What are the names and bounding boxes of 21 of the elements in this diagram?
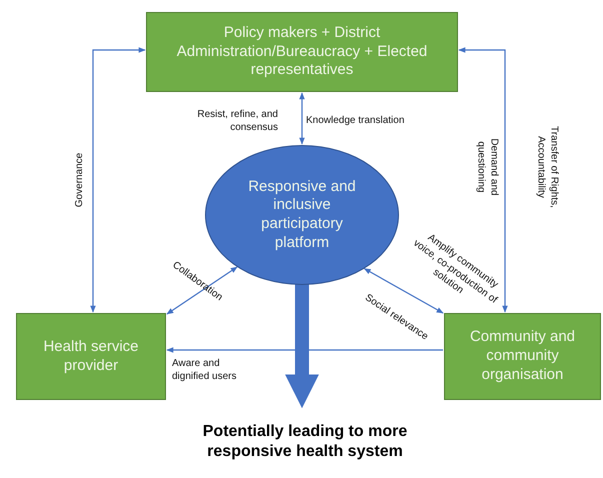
arrow (458, 47, 508, 313)
thick-arrow (285, 284, 319, 408)
edge-label: Transfer of Rights, Accountability (535, 125, 560, 210)
process-box (146, 12, 458, 92)
annotation-text: Resist, refine, and consensus (196, 109, 278, 134)
node-text: Policy makers + District Administration/Bureaucracy + Elected representatives (176, 24, 428, 80)
annotation-text: Governance (74, 152, 86, 210)
edge-label: Knowledge translation (306, 115, 406, 128)
process-box (444, 313, 601, 400)
node-text: Potentially leading to more responsive health system (202, 422, 408, 462)
annotation-text: Demand and questioning (475, 137, 500, 198)
arrow (166, 266, 238, 314)
node-text: Health service provider (42, 338, 140, 376)
edge-label: Aware and dignified users (172, 358, 238, 383)
process-box (16, 313, 166, 400)
node-text: Community and community organisation (468, 328, 576, 385)
arrow (364, 268, 444, 314)
arrow (299, 92, 305, 145)
arrow (90, 47, 146, 313)
node-text: Responsive and inclusive participatory platform (247, 178, 357, 252)
arrow (166, 347, 443, 353)
